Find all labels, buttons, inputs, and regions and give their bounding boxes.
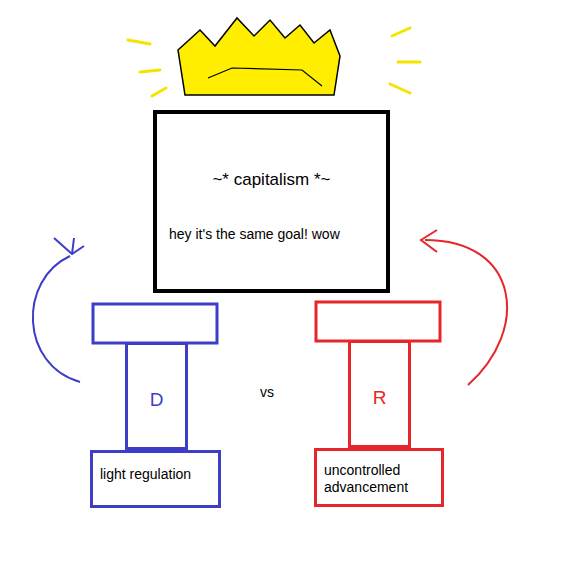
pillar-column: R — [348, 340, 411, 448]
pillar-cap — [93, 304, 217, 343]
versus-label: vs — [260, 384, 274, 400]
node-title: R — [353, 387, 406, 410]
arrow-head — [421, 230, 437, 252]
pillar-column: D — [125, 342, 188, 450]
crown — [178, 18, 340, 95]
curved-arrow — [425, 240, 507, 385]
node-title: ~* capitalism *~ — [159, 170, 384, 190]
pillar-base: uncontrolled advancement — [314, 448, 444, 507]
node-title: light regulation — [100, 466, 211, 483]
node-title: uncontrolled advancement — [324, 462, 434, 496]
crown-detail — [208, 68, 322, 86]
pillar-base: light regulation — [90, 450, 221, 508]
curved-arrow — [33, 256, 80, 382]
node-title: D — [130, 389, 183, 412]
goal-box: ~* capitalism *~ hey it's the same goal! … — [153, 110, 390, 293]
arrow-head — [54, 238, 84, 254]
node-text: hey it's the same goal! wow — [169, 226, 374, 243]
pillar-cap — [316, 302, 440, 341]
